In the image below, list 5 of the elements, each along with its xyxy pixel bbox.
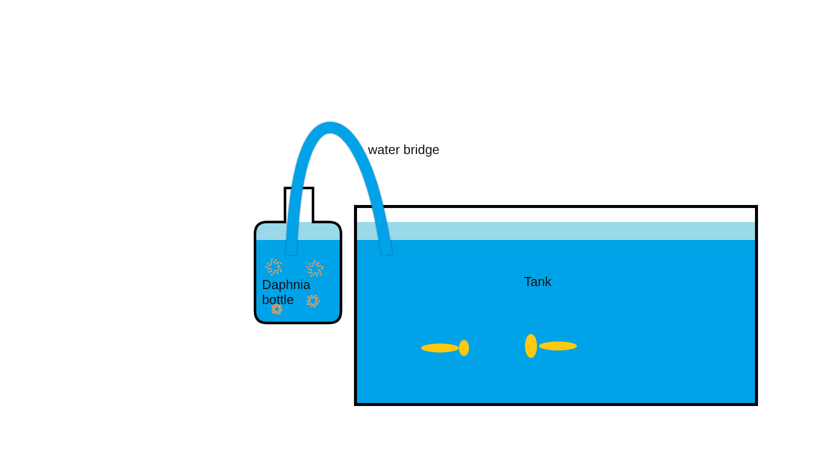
edge-label: water bridge (368, 142, 440, 157)
tank (354, 205, 758, 406)
node-label: Tank (524, 274, 552, 289)
node-label: Daphnia bottle (262, 277, 312, 307)
bottle (253, 187, 343, 325)
